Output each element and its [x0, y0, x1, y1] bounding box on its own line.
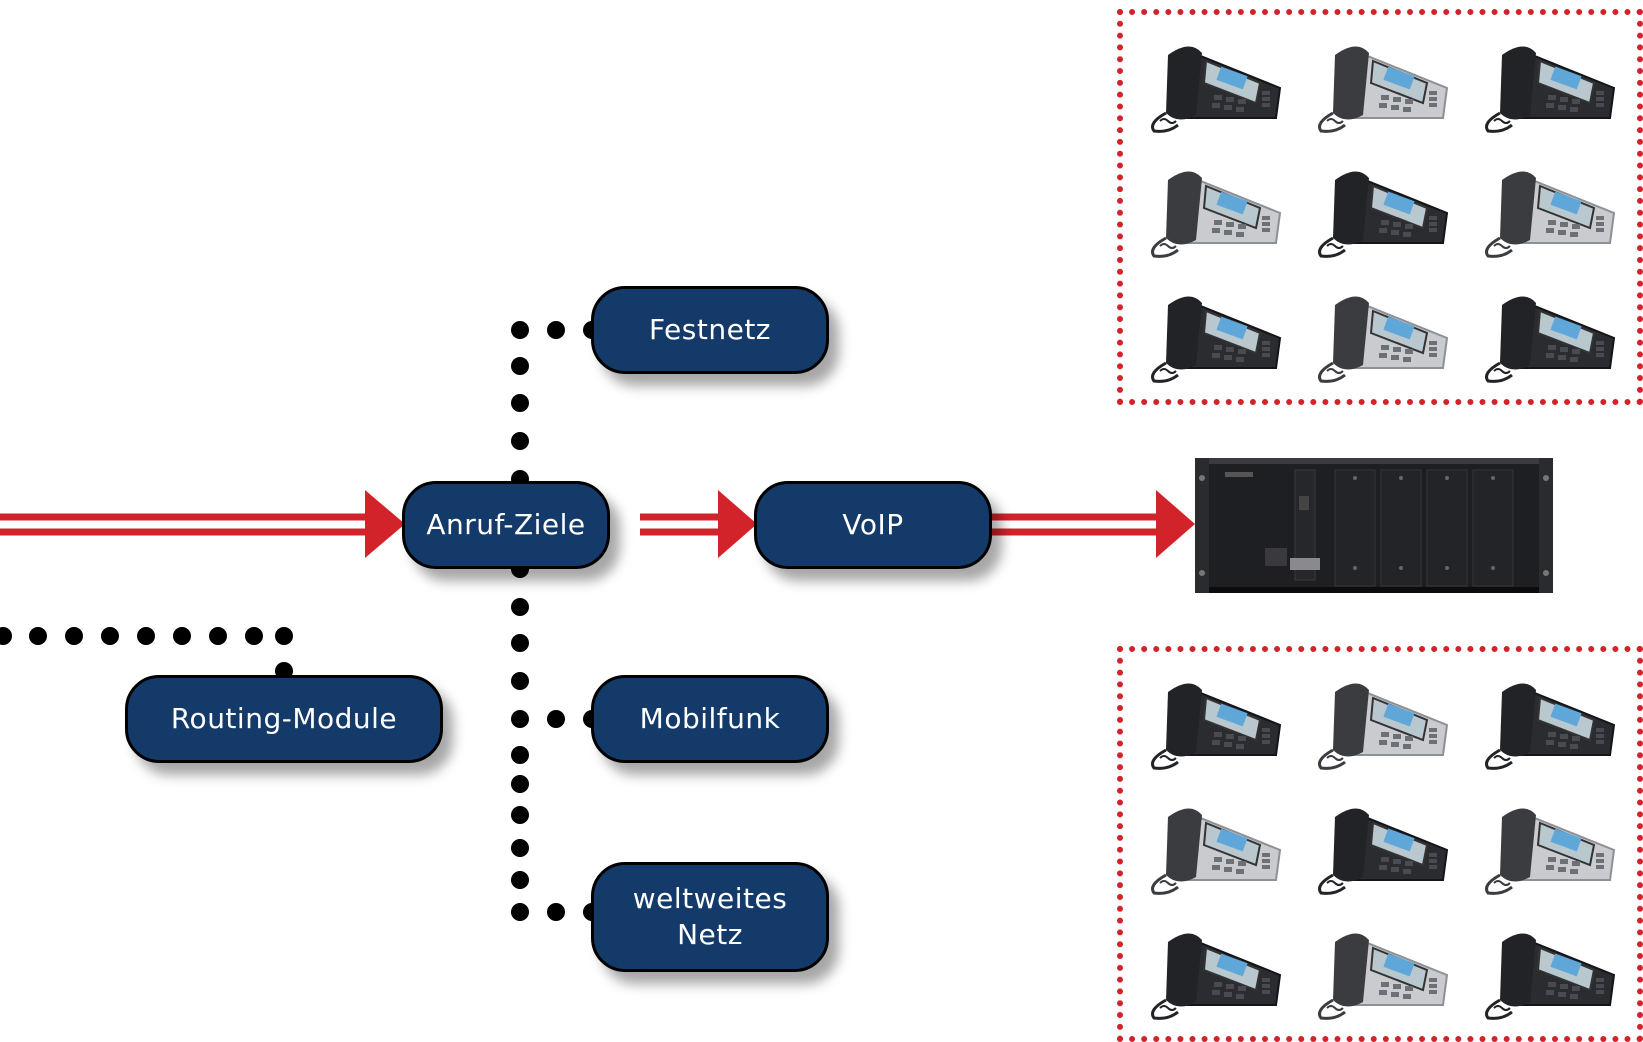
dotted-connector-vertical: [511, 321, 529, 921]
desk-phone-dark-icon: [1129, 270, 1296, 395]
arrow-anruf-ziele-to-voip: [640, 490, 757, 558]
desk-phone-silver-icon: [1296, 21, 1463, 146]
desk-phone-dark-icon: [1129, 658, 1296, 783]
desk-phone-silver-icon: [1464, 783, 1631, 908]
dotted-connector-routing: [0, 627, 293, 680]
desk-phone-dark-icon: [1464, 270, 1631, 395]
desk-phone-dark-icon: [1464, 907, 1631, 1032]
desk-phone-silver-icon: [1129, 783, 1296, 908]
anruf-ziele-label: Anruf-Ziele: [426, 507, 586, 541]
arrow-voip-to-pbx: [990, 490, 1195, 558]
voip-node: VoIP: [754, 481, 992, 569]
desk-phone-silver-icon: [1129, 146, 1296, 271]
routing-module-label: Routing-Module: [170, 701, 398, 735]
phone-group-bottom: [1117, 646, 1643, 1042]
desk-phone-silver-icon: [1296, 907, 1463, 1032]
arrow-input-to-anruf-ziele: [0, 490, 405, 558]
festnetz-label: Festnetz: [648, 312, 771, 346]
routing-module-node: Routing-Module: [125, 675, 443, 763]
desk-phone-silver-icon: [1296, 270, 1463, 395]
desk-phone-dark-icon: [1129, 21, 1296, 146]
desk-phone-dark-icon: [1464, 658, 1631, 783]
pbx-rack-icon: [1195, 458, 1553, 593]
desk-phone-dark-icon: [1464, 21, 1631, 146]
mobilfunk-node: Mobilfunk: [591, 675, 829, 763]
mobilfunk-label: Mobilfunk: [639, 701, 781, 735]
weltweites-label-line2: Netz: [677, 918, 743, 951]
desk-phone-dark-icon: [1296, 783, 1463, 908]
voip-label: VoIP: [842, 507, 904, 541]
desk-phone-dark-icon: [1296, 146, 1463, 271]
desk-phone-silver-icon: [1464, 146, 1631, 271]
anruf-ziele-node: Anruf-Ziele: [402, 481, 610, 569]
festnetz-node: Festnetz: [591, 286, 829, 374]
weltweites-label-line1: weltweites: [632, 881, 788, 915]
phone-group-top: [1117, 9, 1643, 405]
desk-phone-dark-icon: [1129, 907, 1296, 1032]
desk-phone-silver-icon: [1296, 658, 1463, 783]
weltweites-netz-node: weltweites Netz: [591, 862, 829, 972]
